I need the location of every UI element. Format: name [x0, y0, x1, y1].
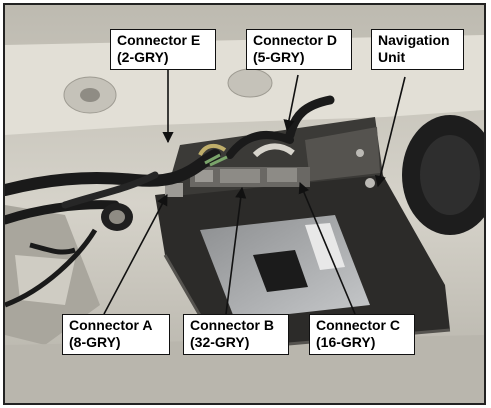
figure-frame: Connector E (2-GRY) Connector D (5-GRY) … [3, 3, 486, 405]
callout-spec: (32-GRY) [190, 334, 250, 350]
callout-spec: (16-GRY) [316, 334, 376, 350]
callout-spec: (8-GRY) [69, 334, 121, 350]
callout-name: Connector A [69, 317, 153, 333]
callout-navigation-unit: Navigation Unit [371, 29, 464, 70]
callout-connector-c: Connector C (16-GRY) [309, 314, 415, 355]
callout-spec: (5-GRY) [253, 49, 305, 65]
callout-connector-e: Connector E (2-GRY) [110, 29, 216, 70]
callout-connector-b: Connector B (32-GRY) [183, 314, 289, 355]
callout-line1: Navigation [378, 32, 450, 48]
callout-spec: (2-GRY) [117, 49, 169, 65]
callout-name: Connector C [316, 317, 400, 333]
callout-connector-a: Connector A (8-GRY) [62, 314, 170, 355]
callout-name: Connector B [190, 317, 274, 333]
callout-line2: Unit [378, 49, 406, 65]
callout-name: Connector E [117, 32, 201, 48]
callout-connector-d: Connector D (5-GRY) [246, 29, 352, 70]
callout-name: Connector D [253, 32, 337, 48]
